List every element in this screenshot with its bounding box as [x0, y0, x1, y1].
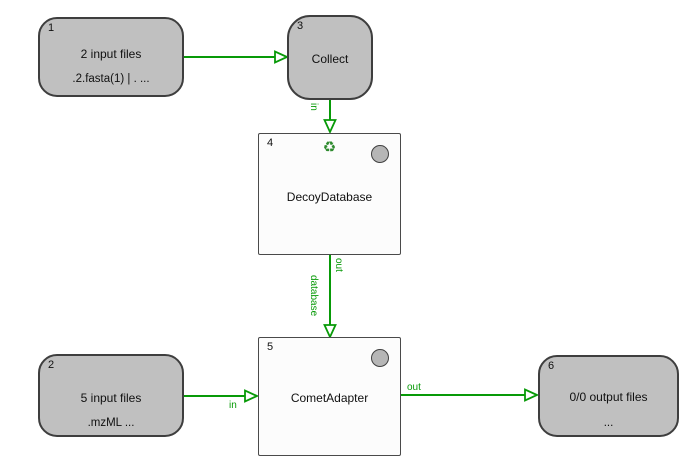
edge-decoydatabase-to-cometadapter[interactable]: [323, 255, 337, 340]
recycle-icon: ♻: [322, 139, 337, 156]
node-title: CometAdapter: [290, 391, 369, 405]
node-subtitle: .2.fasta(1) | . ...: [72, 73, 150, 85]
node-subtitle: ...: [603, 417, 614, 429]
arrowhead-icon: [323, 119, 337, 135]
node-decoydatabase[interactable]: 4 ♻ DecoyDatabase: [258, 133, 401, 255]
edge-label-out: out: [407, 382, 421, 393]
status-circle-icon: [371, 349, 389, 367]
node-collect[interactable]: 3 Collect: [287, 15, 373, 100]
node-number: 1: [48, 22, 55, 34]
edge-cometadapter-to-output[interactable]: [401, 388, 540, 402]
status-circle-icon: [371, 145, 389, 163]
node-number: 6: [548, 360, 555, 372]
arrowhead-icon: [274, 50, 290, 64]
edge-label-database: database: [308, 275, 319, 317]
node-number: 2: [48, 359, 55, 371]
node-cometadapter[interactable]: 5 CometAdapter: [258, 337, 401, 456]
node-output-files[interactable]: 6 0/0 output files ...: [538, 355, 679, 437]
arrowhead-icon: [323, 324, 337, 340]
node-title: DecoyDatabase: [286, 190, 373, 204]
arrowhead-icon: [524, 388, 540, 402]
node-input-files-1[interactable]: 1 2 input files .2.fasta(1) | . ...: [38, 17, 184, 97]
edge-label-in: in: [229, 400, 237, 411]
arrowhead-icon: [244, 389, 260, 403]
node-input-files-2[interactable]: 2 5 input files .mzML ...: [38, 354, 184, 437]
node-title: 0/0 output files: [569, 390, 648, 404]
edge-collect-to-decoydatabase[interactable]: [323, 100, 337, 135]
edge-label-in: in: [308, 103, 319, 111]
node-title: 5 input files: [80, 391, 142, 405]
node-number: 3: [297, 20, 304, 32]
node-title: Collect: [311, 52, 349, 66]
node-number: 5: [267, 341, 274, 353]
node-subtitle: .mzML ...: [87, 417, 135, 429]
edge-input1-to-collect[interactable]: [184, 50, 290, 64]
node-number: 4: [267, 137, 274, 149]
edge-label-out: out: [333, 258, 344, 272]
edge-input2-to-cometadapter[interactable]: [184, 389, 260, 403]
node-title: 2 input files: [80, 47, 142, 61]
